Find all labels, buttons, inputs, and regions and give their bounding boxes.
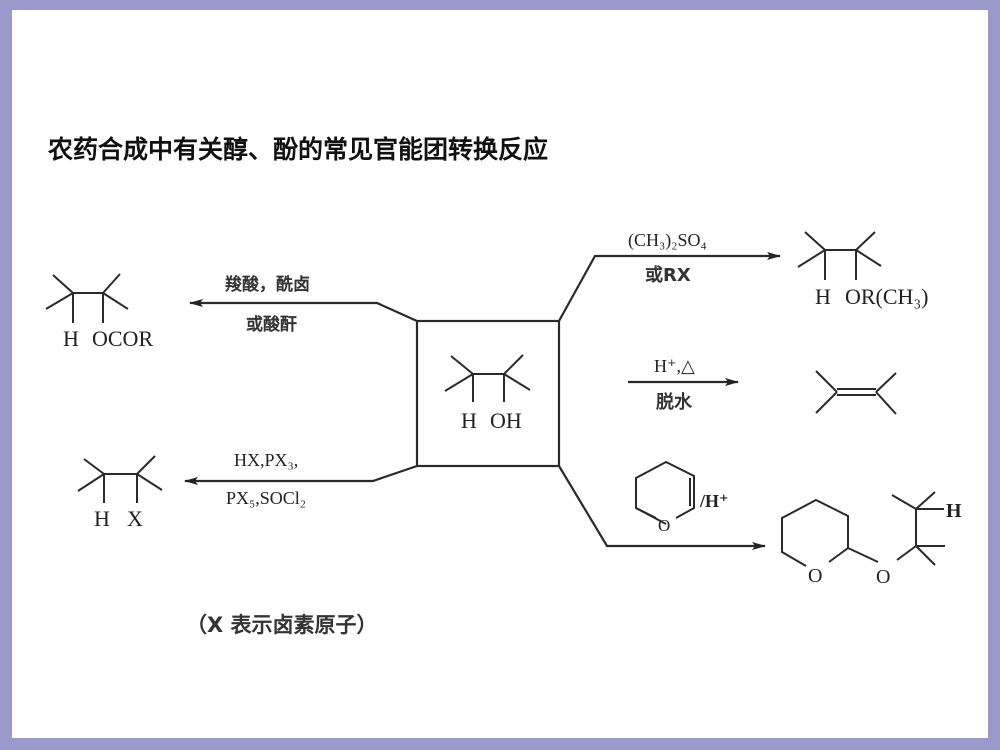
esterification-reagent-top: 羧酸，酰卤 xyxy=(225,274,310,295)
halogenation-reagent-top: HX,PX₃, xyxy=(234,450,298,470)
esterification-reagent-bottom: 或酸酐 xyxy=(246,314,297,335)
center-oh-label: OH xyxy=(490,408,522,433)
thp-ether-structure xyxy=(781,491,945,567)
center-h-label: H xyxy=(461,408,477,433)
thp-ring-o-label: O xyxy=(808,565,822,587)
center-box xyxy=(415,319,561,468)
dehydration-reagent-bottom: 脱水 xyxy=(656,391,693,413)
etherification-reagent-top: (CH₃)₂SO₄ xyxy=(628,230,707,251)
ether-structure xyxy=(797,231,882,280)
arrow-esterification xyxy=(189,299,418,323)
arrow-etherification xyxy=(558,252,781,322)
alkene-structure xyxy=(815,370,897,415)
halide-x-label: X xyxy=(127,506,143,531)
halide-h-label: H xyxy=(94,506,110,531)
halogenation-reagent-bottom: PX₅,SOCl₂ xyxy=(226,488,306,508)
ester-h-label: H xyxy=(63,326,79,351)
alcohol-structure xyxy=(444,354,531,402)
ether-group-label: OR(CH₃) xyxy=(845,284,928,309)
thp-reagent-acid: /H⁺ xyxy=(699,491,729,511)
thp-h-label: H xyxy=(946,500,962,522)
arrow-halogenation xyxy=(184,464,418,485)
halide-structure xyxy=(77,455,163,503)
ether-h-label: H xyxy=(815,284,831,309)
dehydration-reagent-top: H⁺,△ xyxy=(654,356,695,376)
etherification-reagent-bottom: 或RX xyxy=(645,264,691,286)
thp-link-o-label: O xyxy=(876,566,890,588)
footnote: （X 表示卤素原子） xyxy=(186,613,378,637)
ester-group-label: OCOR xyxy=(92,326,153,351)
dihydropyran-structure xyxy=(635,460,695,525)
ester-structure xyxy=(45,273,129,323)
arrow-thp-protection xyxy=(558,465,766,550)
dihydropyran-o-label: O xyxy=(658,516,670,535)
page-title: 农药合成中有关醇、酚的常见官能团转换反应 xyxy=(48,135,549,164)
